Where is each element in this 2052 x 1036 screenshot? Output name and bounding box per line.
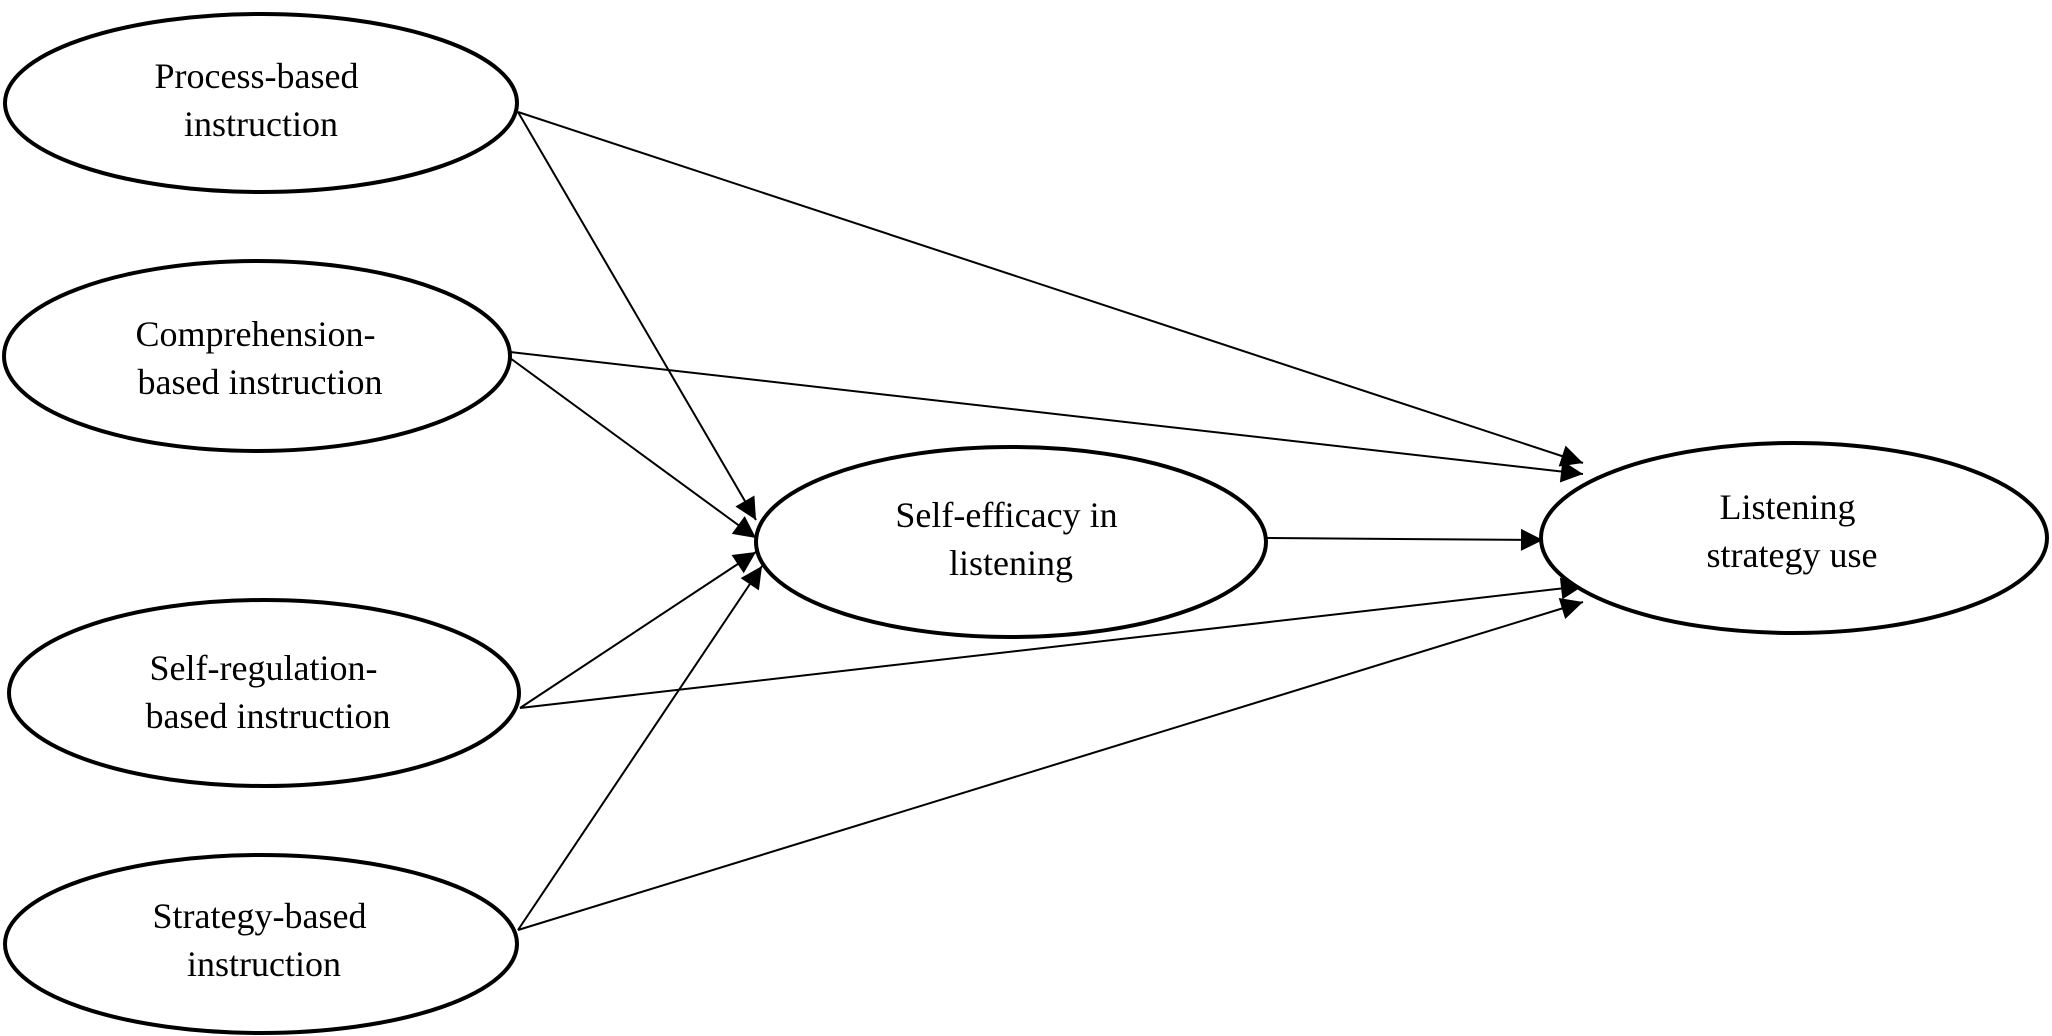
edge-selfreg-to-listening (519, 577, 1584, 709)
edges (509, 111, 1584, 931)
node-label-line: Process-based (155, 56, 359, 96)
edge-strategy-to-efficacy (517, 565, 763, 931)
edge-comprehension-to-efficacy (509, 357, 757, 539)
node-label-line: based instruction (138, 362, 383, 402)
node-label-line: instruction (187, 944, 341, 984)
svg-text:Process-based instructio: Process-based instruction (155, 56, 368, 144)
node-strategy-based-instruction: Strategy-based instruction (3, 853, 519, 1035)
svg-text:Self-regulation- based i: Self-regulation- based instruction (146, 648, 391, 736)
svg-text:Self-efficacy in listeni: Self-efficacy in listening (895, 495, 1126, 583)
edge-efficacy-to-listening (1265, 528, 1544, 551)
node-label-line: Self-regulation- (150, 648, 378, 688)
node-self-regulation-based-instruction: Self-regulation- based instruction (7, 598, 521, 788)
edge-process-to-listening (517, 111, 1584, 467)
svg-text:Strategy-based instructi: Strategy-based instruction (153, 896, 376, 984)
svg-text:Comprehension- based ins: Comprehension- based instruction (136, 314, 385, 402)
svg-text:Listening strategy use: Listening strategy use (1707, 487, 1878, 575)
edge-selfreg-to-efficacy (519, 551, 757, 709)
node-process-based-instruction: Process-based instruction (3, 12, 519, 194)
node-label-line: Comprehension- (136, 314, 376, 354)
node-label-line: strategy use (1707, 535, 1878, 575)
node-label-line: based instruction (146, 696, 391, 736)
node-label-line: Self-efficacy in (895, 495, 1117, 535)
edge-comprehension-to-listening (509, 351, 1584, 483)
node-label-line: listening (949, 543, 1073, 583)
edge-strategy-to-listening (517, 597, 1584, 931)
node-comprehension-based-instruction: Comprehension- based instruction (2, 259, 512, 453)
node-listening-strategy-use: Listening strategy use (1539, 441, 2049, 635)
node-label-line: Strategy-based (153, 896, 367, 936)
node-label-line: Listening (1720, 487, 1856, 527)
node-label-line: instruction (184, 104, 338, 144)
edge-process-to-efficacy (517, 111, 757, 521)
node-self-efficacy-in-listening: Self-efficacy in listening (754, 445, 1268, 639)
